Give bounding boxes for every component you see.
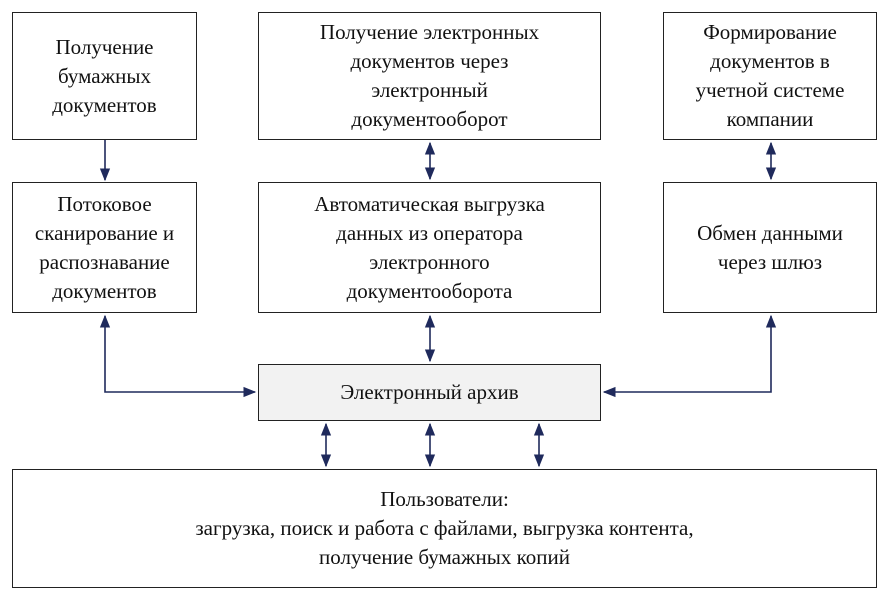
- node-gateway-line-1: Обмен данными: [697, 220, 843, 245]
- node-auto-export-line-4: документооборота: [346, 278, 513, 303]
- node-edi-receive-line-2: документов через: [350, 49, 509, 73]
- node-users: Пользователи: загрузка, поиск и работа с…: [12, 469, 877, 588]
- node-paper-receive-line-1: Получение: [55, 34, 154, 59]
- node-electronic-archive: Электронный архив: [258, 364, 601, 421]
- node-company-docs-line-1: Формирование: [703, 20, 837, 44]
- node-paper-receive: Получение бумажных документов: [12, 12, 197, 140]
- node-paper-receive-line-2: бумажных: [58, 63, 151, 88]
- node-edi-receive-line-3: электронный: [371, 78, 488, 102]
- node-scanning-line-1: Потоковое: [57, 191, 152, 216]
- node-auto-export-line-1: Автоматическая выгрузка: [314, 191, 545, 216]
- node-company-docs-line-4: компании: [726, 107, 814, 131]
- node-gateway: Обмен данными через шлюз: [663, 182, 877, 313]
- node-scanning-line-2: сканирование и: [34, 220, 175, 245]
- node-edi-receive: Получение электронных документов через э…: [258, 12, 601, 140]
- node-users-line-3: получение бумажных копий: [319, 545, 570, 569]
- node-edi-receive-line-4: документооборот: [351, 107, 508, 131]
- node-auto-export: Автоматическая выгрузка данных из операт…: [258, 182, 601, 313]
- node-company-docs-line-3: учетной системе: [695, 78, 845, 102]
- arrow-gateway-to-archive: [602, 314, 777, 398]
- node-auto-export-line-3: электронного: [369, 249, 490, 274]
- node-auto-export-line-2: данных из оператора: [336, 220, 523, 245]
- node-paper-receive-line-3: документов: [52, 92, 157, 117]
- node-scanning-line-4: документов: [52, 278, 157, 303]
- node-company-docs: Формирование документов в учетной систем…: [663, 12, 877, 140]
- node-users-line-2: загрузка, поиск и работа с файлами, выгр…: [195, 516, 694, 540]
- node-scanning-line-3: распознавание: [39, 249, 170, 274]
- node-company-docs-line-2: документов в: [710, 49, 830, 73]
- node-archive-label: Электронный архив: [340, 380, 519, 404]
- node-edi-receive-line-1: Получение электронных: [319, 20, 540, 44]
- node-scanning: Потоковое сканирование и распознавание д…: [12, 182, 197, 313]
- node-users-title: Пользователи:: [380, 487, 509, 511]
- node-gateway-line-2: через шлюз: [717, 249, 823, 274]
- arrow-scanning-to-archive: [99, 314, 257, 398]
